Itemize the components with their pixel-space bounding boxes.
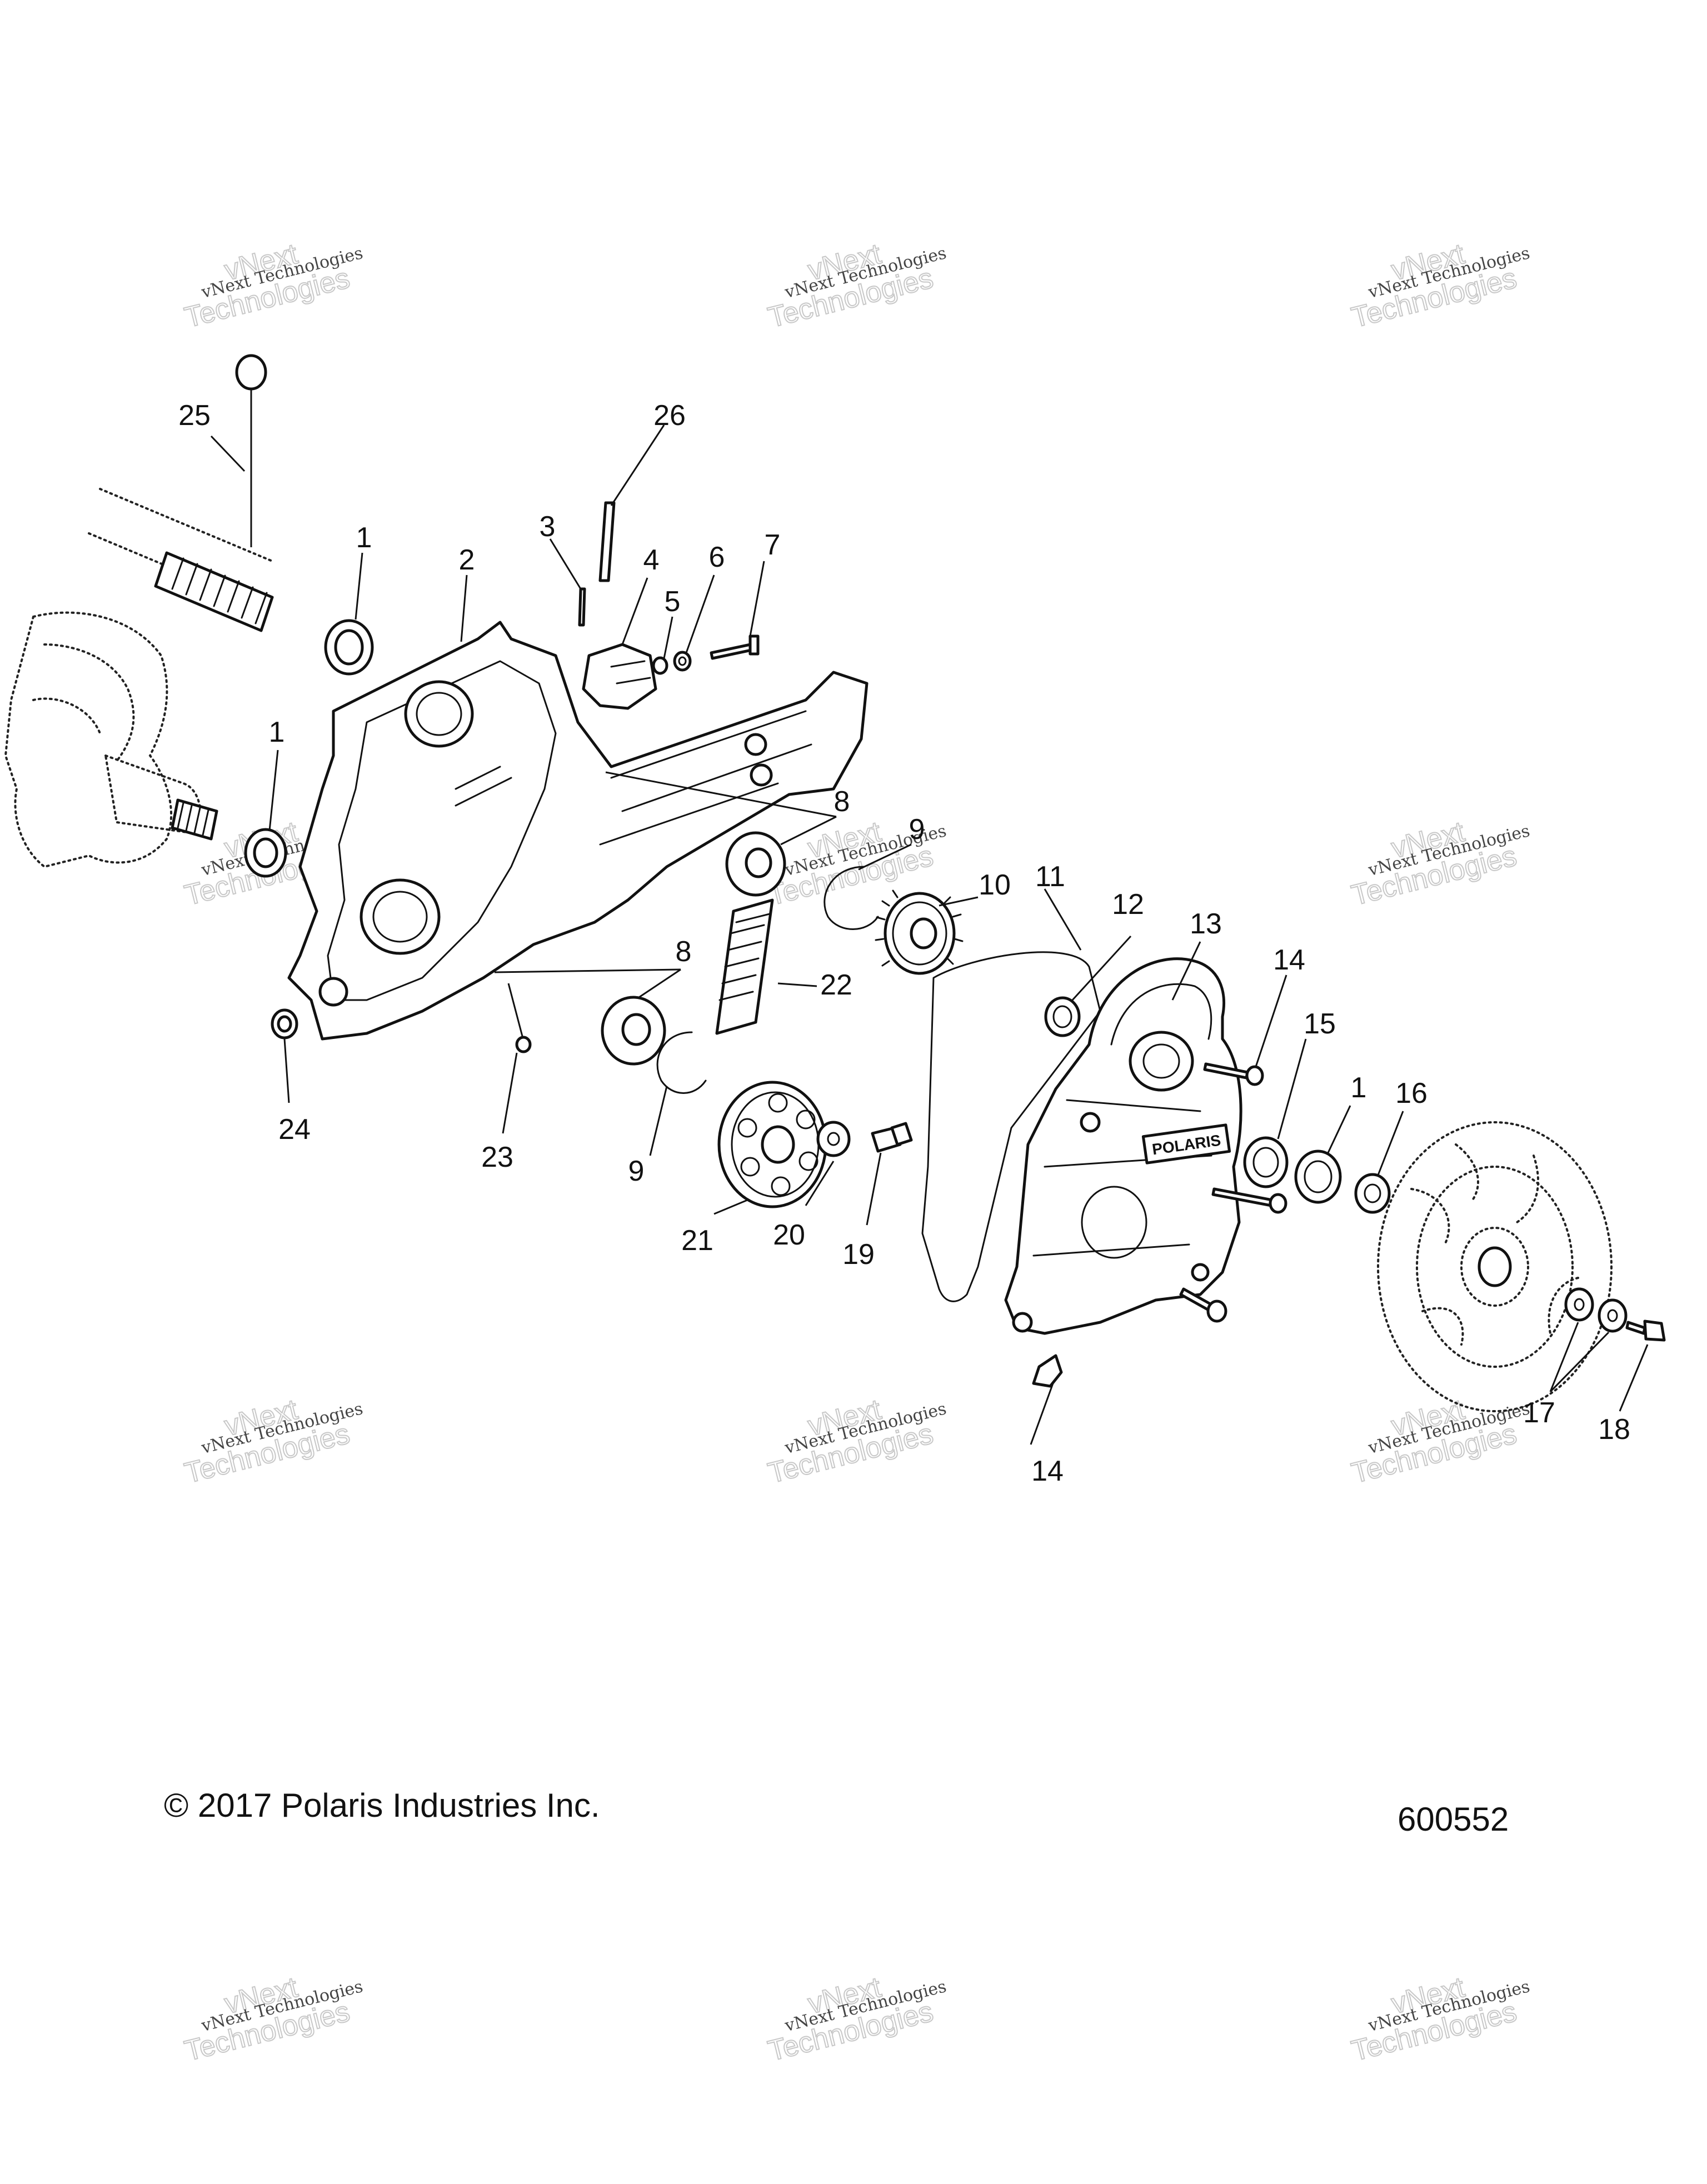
figure-number: 600552 [1397,1801,1509,1838]
bolt-7 [710,634,760,660]
watermark: vNext Technologies vNext Technologies [765,1393,949,1490]
callout-14: 14 [1273,944,1305,976]
nut-6 [673,651,692,672]
copyright-notice: © 2017 Polaris Industries Inc. [164,1787,600,1824]
callout-18: 18 [1598,1413,1630,1446]
watermark: vNext Technologies vNext Technologies [1348,1393,1532,1490]
plug-23 [515,1036,532,1053]
gasket-11 [921,951,1101,1302]
washer-5 [652,656,668,675]
callout-14: 14 [1031,1455,1064,1487]
callout-17: 17 [1523,1397,1555,1429]
callout-6: 6 [709,541,725,573]
callout-13: 13 [1190,908,1222,940]
watermark: vNext Technologies vNext Technologies [181,1971,365,2068]
bolts-14 [1032,1062,1287,1388]
bearing-8-upper [725,831,786,897]
callout-26: 26 [653,399,686,432]
callout-15: 15 [1304,1008,1336,1040]
leader-lines [210,389,1649,1445]
seal-24 [271,1008,298,1039]
callout-9: 9 [909,813,925,846]
washers-17 [1564,1287,1628,1333]
watermark: vNext Technologies vNext Technologies [1348,237,1532,334]
inner-chaincase [287,621,869,1041]
callout-10: 10 [979,869,1011,901]
callout-8: 8 [834,786,850,818]
callout-1: 1 [1351,1072,1367,1104]
callouts: 25 26 1 3 2 4 6 7 5 1 8 9 10 11 12 13 14… [178,399,1630,1487]
callout-2: 2 [459,544,475,576]
polaris-logo: POLARIS [1141,1123,1231,1165]
watermark: vNext Technologies vNext Technologies [1348,1971,1532,2068]
seal-12 [1044,996,1081,1037]
callout-8: 8 [676,936,692,968]
callout-25: 25 [178,399,211,432]
watermark: vNext Technologies vNext Technologies [765,237,949,334]
seal-1-left [244,828,287,878]
snap-ring-9-lower [656,1031,707,1094]
watermark: vNext Technologies vNext Technologies [181,1393,365,1490]
callout-11: 11 [1035,861,1065,893]
jackshaft-reference [88,354,274,632]
callout-20: 20 [773,1219,805,1251]
watermark: vNext Technologies vNext Technologies [181,237,365,334]
callout-1: 1 [269,716,285,748]
watermark: vNext Technologies vNext Technologies [1348,815,1532,912]
callout-16: 16 [1395,1077,1428,1110]
seal-1-top [324,619,374,676]
callout-22: 22 [820,969,852,1001]
callout-4: 4 [643,544,660,576]
callout-9: 9 [628,1155,645,1187]
pin-3 [578,587,586,627]
bolt-19 [871,1122,913,1153]
callout-7: 7 [765,529,781,561]
gearcase-reference [4,611,218,868]
snap-ring-9-upper [823,866,879,930]
callout-23: 23 [481,1141,513,1173]
callout-21: 21 [681,1225,713,1257]
tensioner-block-4 [582,643,657,710]
callout-5: 5 [665,586,681,618]
sprocket-10 [875,889,964,975]
bolt-18 [1625,1320,1666,1342]
o-ring-25 [235,354,267,391]
callout-1: 1 [356,522,372,554]
chain-22 [715,898,774,1035]
callout-24: 24 [278,1113,311,1146]
callout-19: 19 [842,1238,875,1271]
brake-disc-reference [1377,1121,1613,1412]
outer-chaincase-cover: POLARIS [1004,957,1242,1335]
gear-21 [717,1081,827,1208]
seal-15 [1243,1136,1289,1188]
watermark: vNext Technologies vNext Technologies [765,1971,949,2068]
bearing-16 [1354,1173,1391,1214]
washer-20 [816,1121,851,1157]
seal-1-right [1294,1150,1342,1204]
callout-3: 3 [540,511,556,543]
pin-26 [598,501,616,582]
callout-12: 12 [1112,888,1144,921]
bearing-8-lower [601,996,666,1066]
